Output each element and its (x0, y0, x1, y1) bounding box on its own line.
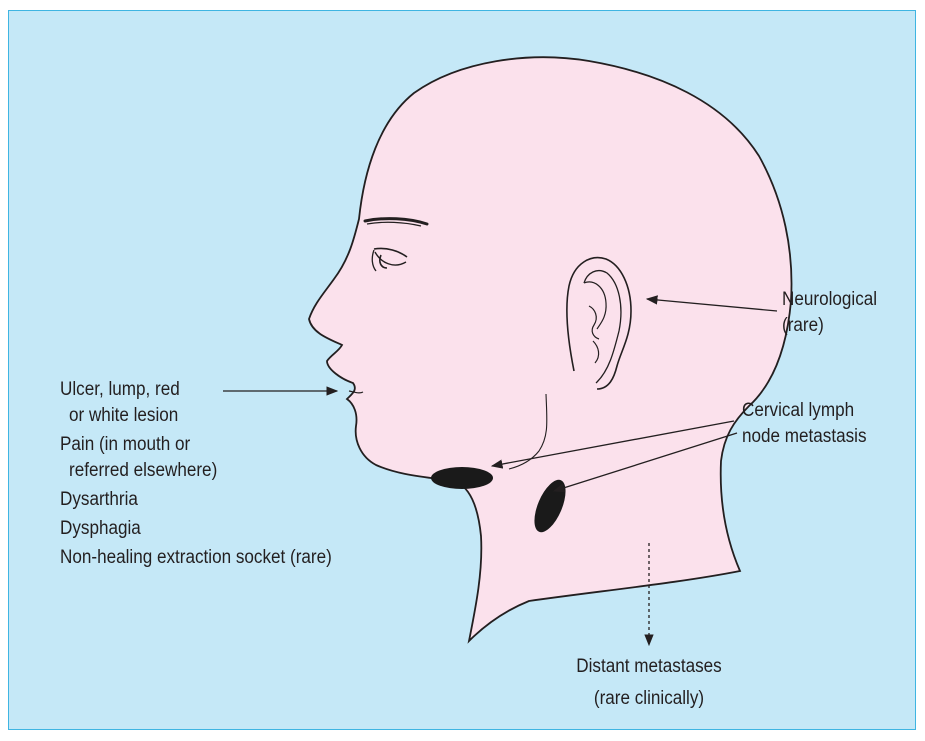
neurological-label: Neurological (rare) (782, 287, 877, 339)
cervical-label-line1: Cervical lymph (742, 398, 867, 424)
symptom-item: Non-healing extraction socket (rare) (60, 545, 332, 571)
symptom-item: Pain (in mouth or (60, 432, 332, 458)
neurological-label-line2: (rare) (782, 313, 877, 339)
neurological-label-line1: Neurological (782, 287, 877, 313)
head-outline (309, 57, 792, 641)
symptom-item: Dysphagia (60, 516, 332, 542)
cervical-label-line2: node metastasis (742, 424, 867, 450)
diagram-panel: Neurological (rare) Cervical lymph node … (8, 10, 916, 730)
submandibular-lymph-node (431, 467, 493, 489)
symptom-item: Ulcer, lump, red (60, 377, 332, 403)
cervical-lymph-label: Cervical lymph node metastasis (742, 398, 867, 450)
distant-metastases-label: Distant metastases (rare clinically) (559, 654, 739, 712)
head-illustration (9, 11, 916, 730)
symptom-item: referred elsewhere) (60, 458, 332, 484)
symptom-item: or white lesion (60, 403, 332, 429)
symptom-item: Dysarthria (60, 487, 332, 513)
distant-label-line1: Distant metastases (559, 654, 739, 680)
distant-label-line2: (rare clinically) (559, 686, 739, 712)
symptom-list: Ulcer, lump, red or white lesion Pain (i… (60, 377, 332, 571)
